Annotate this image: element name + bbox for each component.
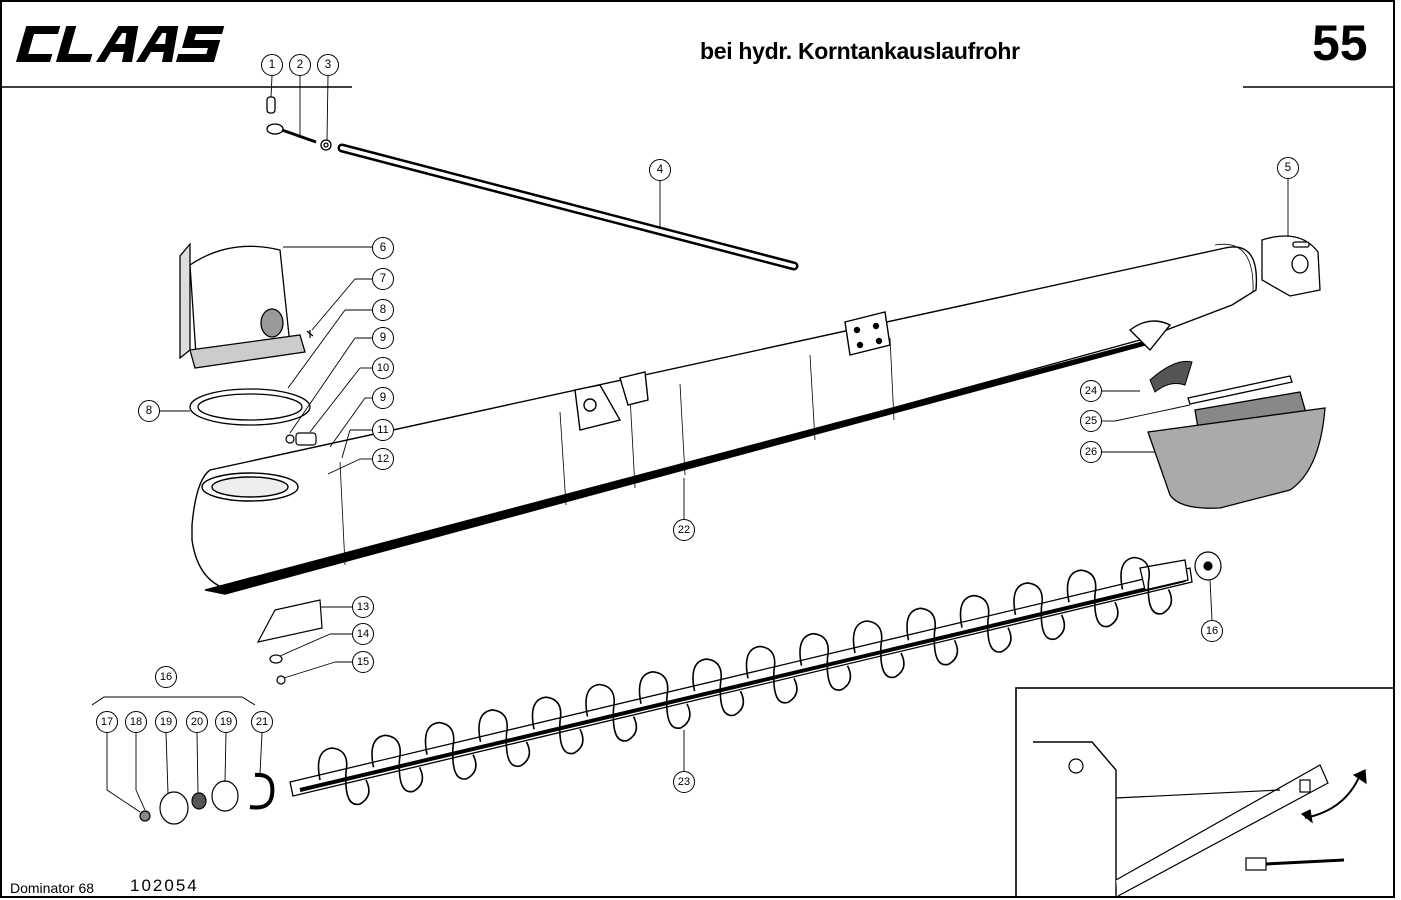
callout-13: 13 [352, 596, 374, 618]
callout-11: 11 [372, 419, 394, 441]
callout-5: 5 [1277, 157, 1299, 179]
callout-22: 22 [673, 519, 695, 541]
callout-8-left: 8 [138, 400, 160, 422]
callout-26: 26 [1080, 441, 1102, 463]
callout-14: 14 [352, 623, 374, 645]
leader-lines [106, 75, 1289, 813]
callout-9-lower: 9 [372, 387, 394, 409]
callout-15: 15 [352, 651, 374, 673]
callout-6: 6 [372, 237, 394, 259]
model-name: Dominator 68 [10, 880, 95, 896]
wear-segment [1149, 360, 1193, 393]
claas-logo [15, 26, 225, 62]
callout-19-right: 19 [215, 711, 237, 733]
callout-24: 24 [1080, 380, 1102, 402]
inset-detail [1015, 687, 1395, 898]
callout-4: 4 [649, 159, 671, 181]
auger-tube [191, 243, 1258, 595]
callout-19-left: 19 [155, 711, 177, 733]
group-bracket [91, 696, 256, 706]
callout-10: 10 [372, 357, 394, 379]
bearing-left [139, 772, 275, 825]
document-code: 102054 [130, 876, 199, 895]
callout-25: 25 [1080, 410, 1102, 432]
bearing-right [1194, 551, 1222, 581]
callout-18: 18 [125, 711, 147, 733]
callout-20: 20 [186, 711, 208, 733]
end-plate [1261, 235, 1321, 297]
cover-and-bolt [256, 599, 323, 685]
callout-23: 23 [673, 771, 695, 793]
callout-12: 12 [372, 448, 394, 470]
callout-9-upper: 9 [372, 327, 394, 349]
callout-16-right: 16 [1201, 620, 1223, 642]
flange-ring [189, 388, 311, 426]
callout-3: 3 [317, 54, 339, 76]
callout-8-right: 8 [372, 299, 394, 321]
callout-21: 21 [251, 711, 273, 733]
page-number: 55 [1312, 15, 1368, 71]
inlet-housing [179, 242, 306, 369]
callout-16-group: 16 [155, 666, 177, 688]
page-title: bei hydr. Korntankauslaufrohr [700, 38, 1020, 64]
callout-7: 7 [372, 268, 394, 290]
auger-screw [289, 556, 1193, 806]
callout-2: 2 [289, 54, 311, 76]
callout-1: 1 [261, 54, 283, 76]
eye-bolt-assembly [266, 96, 332, 151]
outlet-spout [1147, 375, 1326, 509]
control-rod [337, 143, 799, 271]
callout-17: 17 [96, 711, 118, 733]
